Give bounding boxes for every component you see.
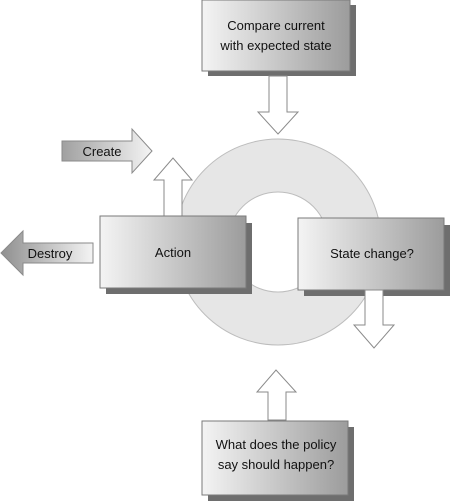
down-arrow-from-state-change — [352, 289, 396, 349]
up-arrow-from-policy — [255, 369, 298, 421]
destroy-label: Destroy — [28, 246, 73, 261]
action-box: Action — [99, 215, 252, 294]
policy-box: What does the policy say should happen? — [201, 420, 354, 501]
action-label: Action — [155, 245, 191, 260]
create-label: Create — [82, 144, 121, 159]
state-change-box: State change? — [297, 217, 450, 296]
compare-state-line2: with expected state — [219, 38, 331, 53]
compare-state-line1: Compare current — [227, 18, 325, 33]
compare-state-box: Compare current with expected state — [201, 0, 356, 76]
create-arrow: Create — [61, 127, 153, 175]
destroy-arrow: Destroy — [0, 229, 94, 277]
state-change-label: State change? — [330, 246, 414, 261]
policy-line1: What does the policy — [216, 437, 337, 452]
down-arrow-from-compare — [256, 75, 300, 135]
up-arrow-from-action — [152, 157, 194, 217]
policy-line2: say should happen? — [218, 457, 334, 472]
